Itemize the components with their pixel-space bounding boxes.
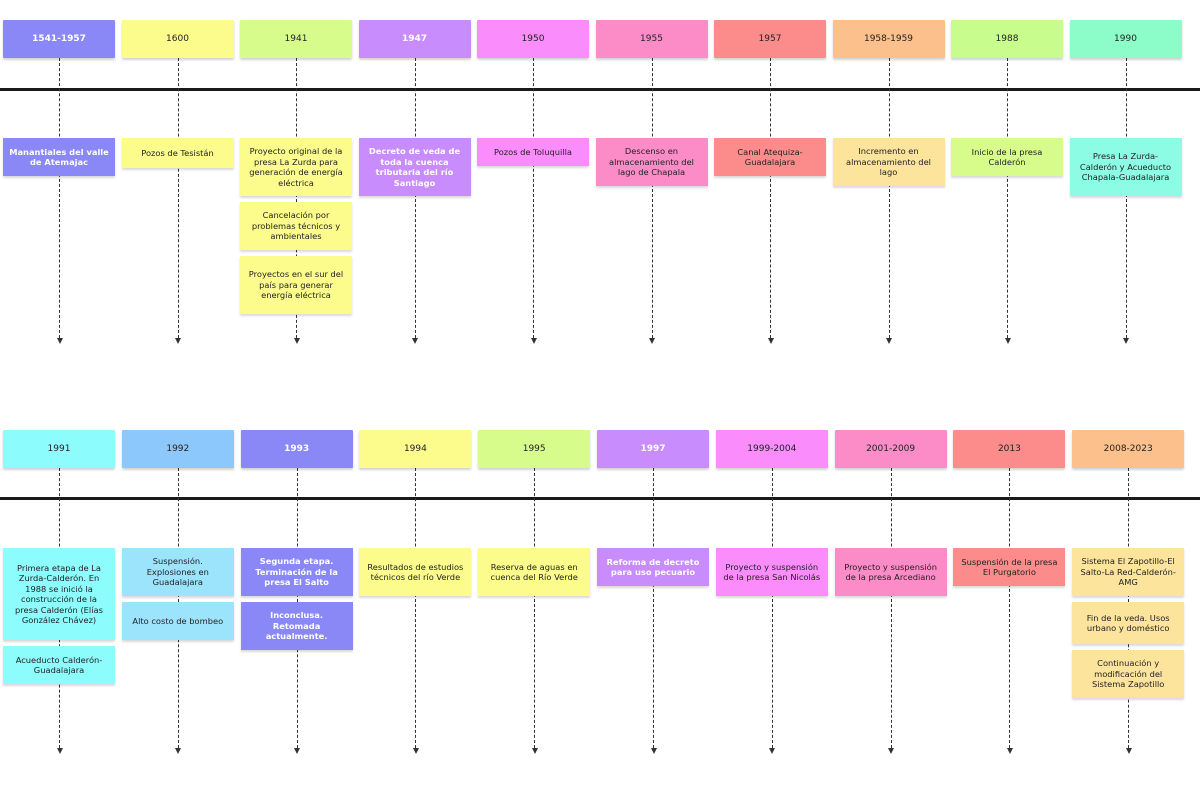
event-note[interactable]: Incremento en almacenamiento del lago xyxy=(832,138,945,186)
arrow-down-icon xyxy=(1125,748,1132,754)
year-header[interactable]: 2013 xyxy=(953,430,1066,468)
year-header[interactable]: 1992 xyxy=(121,430,234,468)
event-note[interactable]: Proyecto y suspensión de la presa Arcedi… xyxy=(834,548,947,596)
arrow-down-icon xyxy=(767,338,774,344)
timeline-connector xyxy=(888,58,890,338)
year-header[interactable]: 1991 xyxy=(3,430,115,468)
arrow-down-icon xyxy=(293,338,300,344)
event-note[interactable]: Descenso en almacenamiento del lago de C… xyxy=(595,138,708,186)
arrow-down-icon xyxy=(294,748,301,754)
arrow-down-icon xyxy=(1007,748,1013,754)
year-header[interactable]: 1941 xyxy=(240,20,352,58)
timeline-axis-row-1 xyxy=(0,88,1200,91)
event-note[interactable]: Reserva de aguas en cuenca del Río Verde xyxy=(478,548,591,596)
year-header[interactable]: 2008-2023 xyxy=(1072,430,1185,468)
arrow-down-icon xyxy=(650,748,657,754)
year-header[interactable]: 2001-2009 xyxy=(834,430,947,468)
year-header[interactable]: 1958-1959 xyxy=(832,20,945,58)
timeline-connector xyxy=(414,58,416,338)
timeline-connector xyxy=(653,468,654,748)
timeline-connector xyxy=(770,58,771,338)
event-note[interactable]: Proyectos en el sur del país para genera… xyxy=(240,256,352,314)
timeline-connector xyxy=(177,58,179,338)
year-header[interactable]: 1600 xyxy=(121,20,234,58)
event-note[interactable]: Inicio de la presa Calderón xyxy=(951,138,1063,176)
timeline-connector xyxy=(1125,58,1127,338)
year-header[interactable]: 1957 xyxy=(714,20,826,58)
event-note[interactable]: Inconclusa. Retomada actualmente. xyxy=(240,602,353,650)
timeline-connector xyxy=(1007,58,1008,338)
event-note[interactable]: Alto costo de bombeo xyxy=(121,602,234,640)
timeline-connector xyxy=(890,468,892,748)
event-note[interactable]: Fin de la veda. Usos urbano y doméstico xyxy=(1072,602,1185,644)
arrow-down-icon xyxy=(649,338,656,344)
arrow-down-icon xyxy=(413,748,419,754)
arrow-down-icon xyxy=(56,748,63,754)
arrow-down-icon xyxy=(56,338,63,344)
year-header[interactable]: 1955 xyxy=(595,20,708,58)
arrow-down-icon xyxy=(175,748,182,754)
timeline-connector xyxy=(1009,468,1011,748)
timeline-axis-row-2 xyxy=(0,497,1200,500)
year-header[interactable]: 1947 xyxy=(358,20,471,58)
event-note[interactable]: Manantiales del valle de Atemajac xyxy=(3,138,115,176)
event-note[interactable]: Continuación y modificación del Sistema … xyxy=(1072,650,1185,698)
event-note[interactable]: Cancelación por problemas técnicos y amb… xyxy=(240,202,352,250)
timeline-connector xyxy=(296,58,297,338)
timeline-connector xyxy=(651,58,653,338)
year-header[interactable]: 1999-2004 xyxy=(715,430,828,468)
event-note[interactable]: Proyecto original de la presa La Zurda p… xyxy=(240,138,352,196)
arrow-down-icon xyxy=(175,338,182,344)
event-note[interactable]: Presa La Zurda-Calderón y Acueducto Chap… xyxy=(1069,138,1182,196)
event-note[interactable]: Resultados de estudios técnicos del río … xyxy=(359,548,472,596)
arrow-down-icon xyxy=(888,748,895,754)
arrow-down-icon xyxy=(530,338,537,344)
event-note[interactable]: Decreto de veda de toda la cuenca tribut… xyxy=(358,138,471,196)
year-header[interactable]: 1990 xyxy=(1069,20,1182,58)
year-header[interactable]: 1995 xyxy=(478,430,591,468)
year-header[interactable]: 1950 xyxy=(477,20,589,58)
arrow-down-icon xyxy=(412,338,419,344)
year-header[interactable]: 1994 xyxy=(359,430,472,468)
timeline-connector xyxy=(771,468,773,748)
timeline-connector xyxy=(415,468,417,748)
event-note[interactable]: Pozos de Toluquilla xyxy=(477,138,589,166)
arrow-down-icon xyxy=(531,748,538,754)
arrow-down-icon xyxy=(1123,338,1130,344)
year-header[interactable]: 1993 xyxy=(240,430,353,468)
timeline-connector xyxy=(534,468,536,748)
event-note[interactable]: Segunda etapa. Terminación de la presa E… xyxy=(240,548,353,596)
timeline-connector xyxy=(533,58,534,338)
arrow-down-icon xyxy=(769,748,776,754)
timeline-connector xyxy=(59,58,60,338)
event-note[interactable]: Acueducto Calderón-Guadalajara xyxy=(3,646,115,684)
event-note[interactable]: Pozos de Tesistán xyxy=(121,138,234,168)
event-note[interactable]: Proyecto y suspensión de la presa San Ni… xyxy=(715,548,828,596)
event-note[interactable]: Suspensión. Explosiones en Guadalajara xyxy=(121,548,234,596)
arrow-down-icon xyxy=(886,338,893,344)
event-note[interactable]: Suspensión de la presa El Purgatorio xyxy=(953,548,1066,586)
event-note[interactable]: Reforma de decreto para uso pecuario xyxy=(597,548,709,586)
year-header[interactable]: 1541-1957 xyxy=(3,20,115,58)
arrow-down-icon xyxy=(1004,338,1011,344)
event-note[interactable]: Primera etapa de La Zurda-Calderón. En 1… xyxy=(3,548,115,640)
year-header[interactable]: 1988 xyxy=(951,20,1063,58)
event-note[interactable]: Canal Atequiza-Guadalajara xyxy=(714,138,826,176)
event-note[interactable]: Sistema El Zapotillo-El Salto-La Red-Cal… xyxy=(1072,548,1185,596)
year-header[interactable]: 1997 xyxy=(597,430,709,468)
